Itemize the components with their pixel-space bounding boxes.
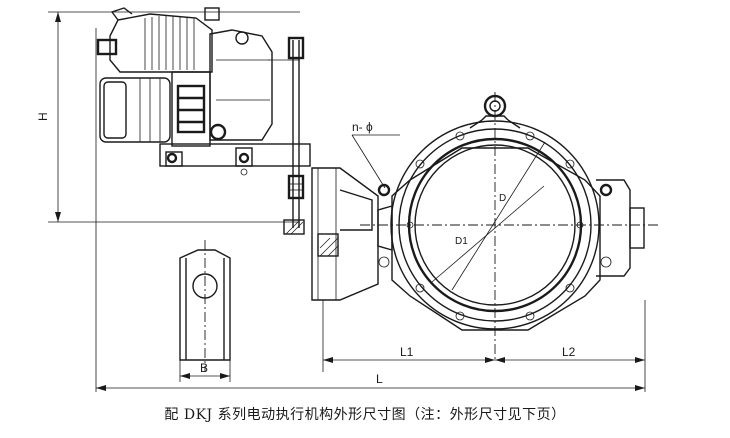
bolt-hole (525, 131, 535, 141)
gearbox-bolt (209, 123, 227, 141)
valve-side-view: B (179, 240, 231, 382)
finned-housing (109, 13, 213, 73)
d1-leader (431, 185, 545, 283)
l2-label: L2 (562, 345, 576, 359)
length-dimensions: L1 L2 L (96, 300, 645, 391)
shaft-stub (629, 207, 645, 249)
bolt-hole (455, 311, 465, 321)
turnbuckle (287, 174, 305, 200)
bolt-hole (525, 311, 535, 321)
bolt-hole (565, 159, 575, 169)
mounting-base (159, 143, 311, 167)
h-arrow-bottom (55, 212, 61, 222)
motor-endcap (103, 81, 127, 139)
l1-label: L1 (400, 345, 414, 359)
b-label: B (200, 361, 208, 375)
lever-arm (317, 233, 339, 257)
d-label: D (499, 193, 506, 204)
gearbox (209, 29, 273, 141)
h-label: H (36, 112, 50, 121)
d1-label: D1 (455, 236, 468, 247)
bolt-hole (415, 283, 425, 293)
bracket-body (311, 167, 379, 301)
bolt-hole (455, 131, 465, 141)
flange-outline (391, 147, 601, 331)
electric-actuator (96, 7, 311, 176)
cable-gland (96, 38, 118, 56)
rod-end-top (287, 36, 305, 60)
l-label: L (376, 372, 383, 386)
valve-body: D D1 (360, 92, 660, 360)
linkage-rod (268, 36, 305, 235)
bolt-hole (378, 256, 390, 268)
motor-body (99, 77, 171, 143)
figure-caption: 配 DKJ 系列电动执行机构外形尺寸图（注：外形尺寸见下页） (164, 407, 566, 423)
left-hub (377, 205, 393, 251)
bolt-hole (415, 159, 425, 169)
bolt-hole (377, 183, 391, 197)
h-arrow-top (55, 12, 61, 22)
valve-bracket (311, 167, 379, 301)
bolt-hole-label: n- ϕ (352, 120, 373, 134)
bolt-hole (600, 256, 612, 268)
bolt-hole-callout: n- ϕ (351, 120, 400, 189)
bolt-hole (565, 283, 575, 293)
d-leader (451, 141, 546, 291)
bolt-hole (599, 183, 613, 197)
rod-end-bottom (283, 219, 305, 235)
